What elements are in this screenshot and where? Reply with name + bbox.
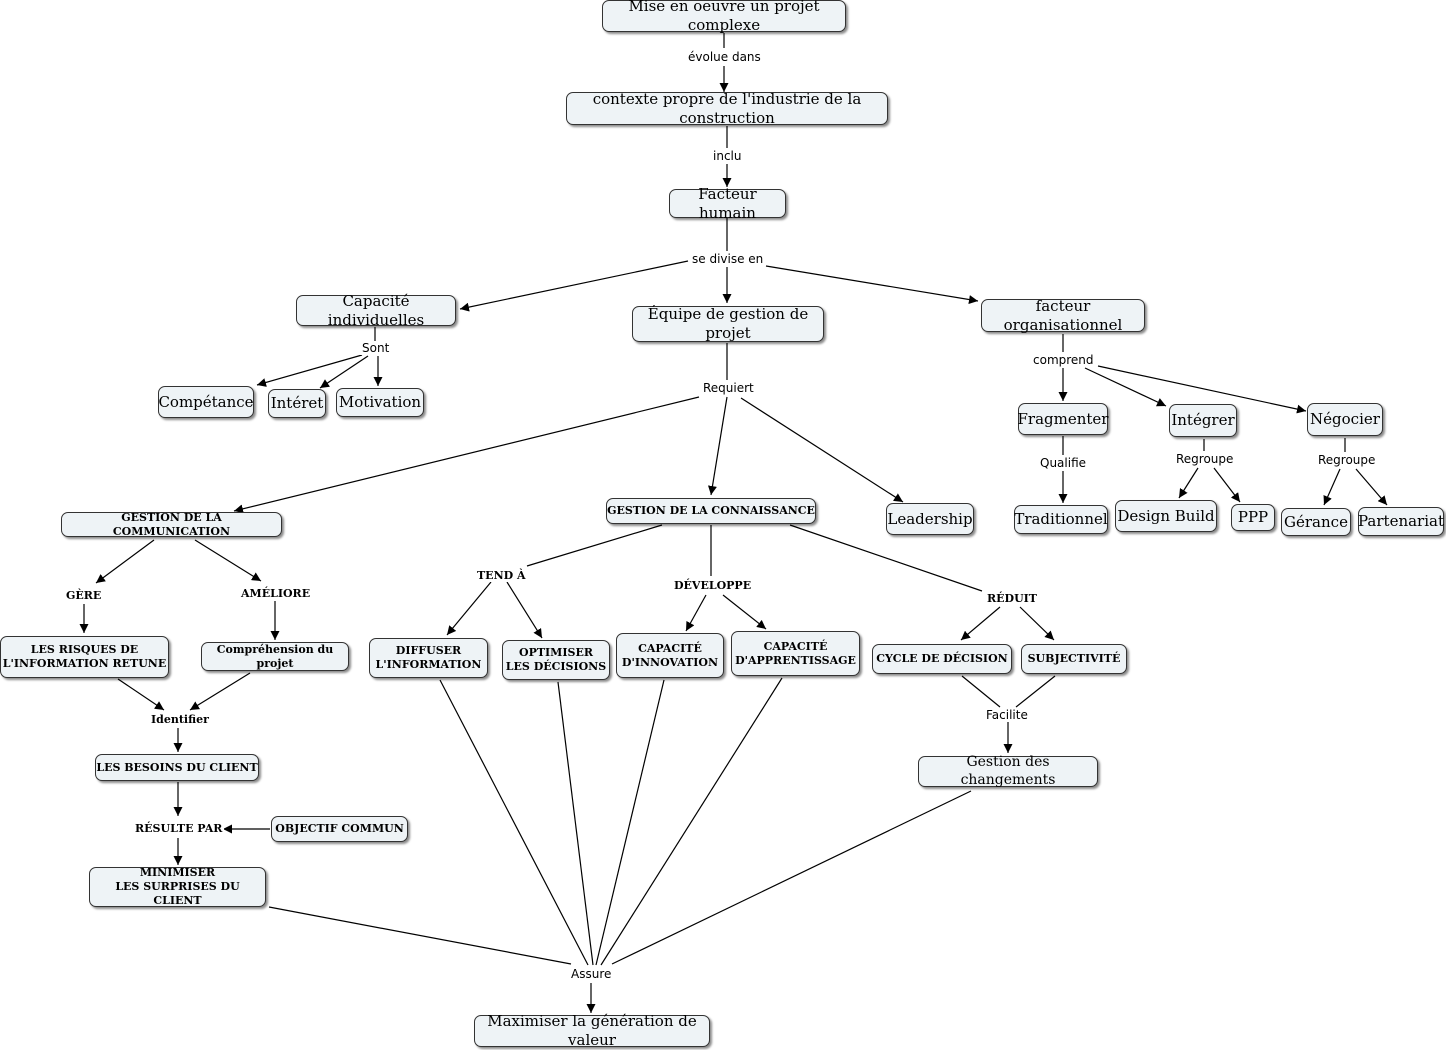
node-gerance[interactable]: Gérance [1281,508,1351,536]
node-traditionnel[interactable]: Traditionnel [1014,505,1108,534]
node-mise-en-oeuvre[interactable]: Mise en oeuvre un projet complexe [602,0,846,34]
node-cycle-decision[interactable]: CYCLE DE DÉCISION [872,644,1012,674]
node-minimiser-surprises[interactable]: MINIMISER LES SURPRISES DU CLIENT [89,866,266,907]
link-label-regroupe-negocier: Regroupe [1316,453,1378,468]
node-motivation[interactable]: Motivation [336,388,424,417]
node-risques-information[interactable]: LES RISQUES DE L'INFORMATION RETUNE [0,636,169,678]
link-label-developpe: DÉVELOPPE [672,579,754,593]
node-capacite-apprentissage[interactable]: CAPACITÉ D'APPRENTISSAGE [731,631,860,676]
node-negocier[interactable]: Négocier [1307,403,1383,436]
link-label-regroupe-integrer: Regroupe [1174,452,1236,467]
node-gestion-connaissance[interactable]: GESTION DE LA CONNAISSANCE [606,498,816,524]
node-fragmenter[interactable]: Fragmenter [1018,403,1108,435]
node-partenariat[interactable]: Partenariat [1358,507,1444,536]
node-design-build[interactable]: Design Build [1115,500,1217,532]
link-label-evolue-dans: évolue dans [686,50,763,65]
link-label-sont: Sont [360,341,392,356]
node-optimiser-decisions[interactable]: OPTIMISER LES DÉCISIONS [502,640,610,680]
link-label-comprend: comprend [1031,353,1096,368]
node-ppp[interactable]: PPP [1231,504,1275,531]
node-capacite-innovation[interactable]: CAPACITÉ D'INNOVATION [616,633,724,678]
link-label-facilite: Facilite [984,708,1030,723]
node-comprehension-projet[interactable]: Compréhension du projet [201,642,349,671]
link-label-requiert: Requiert [701,381,756,396]
node-objectif-commun[interactable]: OBJECTIF COMMUN [271,816,408,842]
link-label-identifier: Identifier [149,713,211,727]
link-label-tend-a: TEND À [475,569,528,583]
node-facteur-organisationnel[interactable]: facteur organisationnel [981,297,1145,334]
node-competance[interactable]: Compétance [158,386,254,418]
node-capacite-individuelles[interactable]: Capacité individuelles [296,292,456,329]
link-label-assure: Assure [569,967,614,982]
link-label-qualifie: Qualifie [1038,456,1089,471]
link-label-se-divise-en: se divise en [690,252,766,267]
node-besoins-client[interactable]: LES BESOINS DU CLIENT [95,754,259,781]
node-gestion-communication[interactable]: GESTION DE LA COMMUNICATION [61,511,282,538]
link-label-resulte-par: RÉSULTE PAR [133,822,225,836]
node-contexte-construction[interactable]: contexte propre de l'industrie de la con… [566,90,888,127]
node-integrer[interactable]: Intégrer [1169,404,1237,437]
node-interet[interactable]: Intéret [268,389,326,418]
node-maximiser-valeur[interactable]: Maximiser la génération de valeur [474,1012,710,1049]
node-diffuser-information[interactable]: DIFFUSER L'INFORMATION [369,638,488,678]
node-equipe-gestion-projet[interactable]: Équipe de gestion de projet [632,305,824,342]
node-subjectivite[interactable]: SUBJECTIVITÉ [1021,644,1127,674]
node-gestion-changements[interactable]: Gestion des changements [918,754,1098,788]
link-label-inclu: inclu [711,149,744,164]
link-label-ameliore: AMÉLIORE [239,587,313,601]
link-label-reduit: RÉDUIT [985,592,1039,606]
link-label-gere: GÈRE [64,589,104,603]
node-leadership[interactable]: Leadership [886,503,974,535]
node-facteur-humain[interactable]: Facteur humain [669,185,786,222]
